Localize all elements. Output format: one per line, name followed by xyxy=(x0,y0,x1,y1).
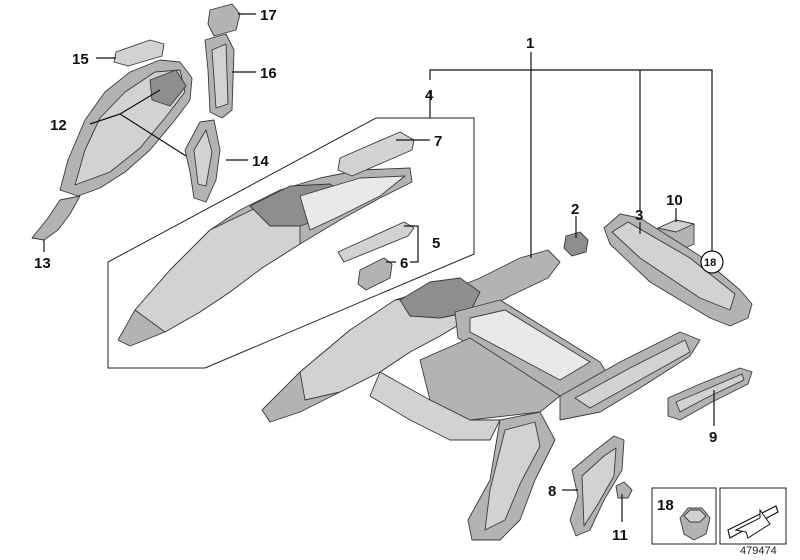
part-15-bracket[interactable] xyxy=(113,39,165,67)
part-17-cap[interactable] xyxy=(207,3,241,37)
rear-floor-assembly[interactable] xyxy=(261,249,701,541)
part-2-clip[interactable] xyxy=(563,231,589,257)
callout-16: 16 xyxy=(260,65,277,82)
legend-label-18: 18 xyxy=(657,497,674,514)
callout-13: 13 xyxy=(34,255,51,272)
part-3-rail[interactable] xyxy=(603,213,753,327)
callout-8: 8 xyxy=(548,483,556,500)
callout-9: 9 xyxy=(709,429,717,446)
part-8-bracket[interactable] xyxy=(569,435,625,537)
callout-14: 14 xyxy=(252,153,269,170)
document-number: 479474 xyxy=(740,545,777,557)
part-12-wheel-arch[interactable] xyxy=(59,59,193,197)
part-7-bracket[interactable] xyxy=(337,131,415,177)
legend-box-18[interactable]: 18 xyxy=(651,487,717,545)
part-5-reinforcement[interactable] xyxy=(337,221,415,263)
part-6-bracket[interactable] xyxy=(357,257,393,291)
callout-5: 5 xyxy=(432,235,440,252)
part-11-clip[interactable] xyxy=(615,481,633,499)
callout-7: 7 xyxy=(434,133,442,150)
leader-lines xyxy=(43,13,715,522)
legend-box-symbol xyxy=(719,487,787,545)
callout-1: 1 xyxy=(526,35,534,52)
callout-6: 6 xyxy=(400,255,408,272)
callout-18: 18 xyxy=(704,257,716,269)
group-4-frame xyxy=(107,117,475,369)
callout-11: 11 xyxy=(612,527,628,544)
part-14-bracket[interactable] xyxy=(184,119,221,203)
part-13-lower-panel[interactable] xyxy=(31,195,81,241)
callout-10: 10 xyxy=(666,192,683,209)
callout-3: 3 xyxy=(635,207,643,224)
part-9-rail[interactable] xyxy=(667,367,753,421)
callout-12: 12 xyxy=(50,117,67,134)
side-member-left-group[interactable] xyxy=(117,167,413,347)
callout-4: 4 xyxy=(425,87,434,104)
callout-2: 2 xyxy=(571,201,579,218)
callout-17: 17 xyxy=(260,7,277,24)
callout-18-circle: 18 xyxy=(700,250,724,274)
part-16-column[interactable] xyxy=(204,33,235,119)
callout-15: 15 xyxy=(72,51,89,68)
